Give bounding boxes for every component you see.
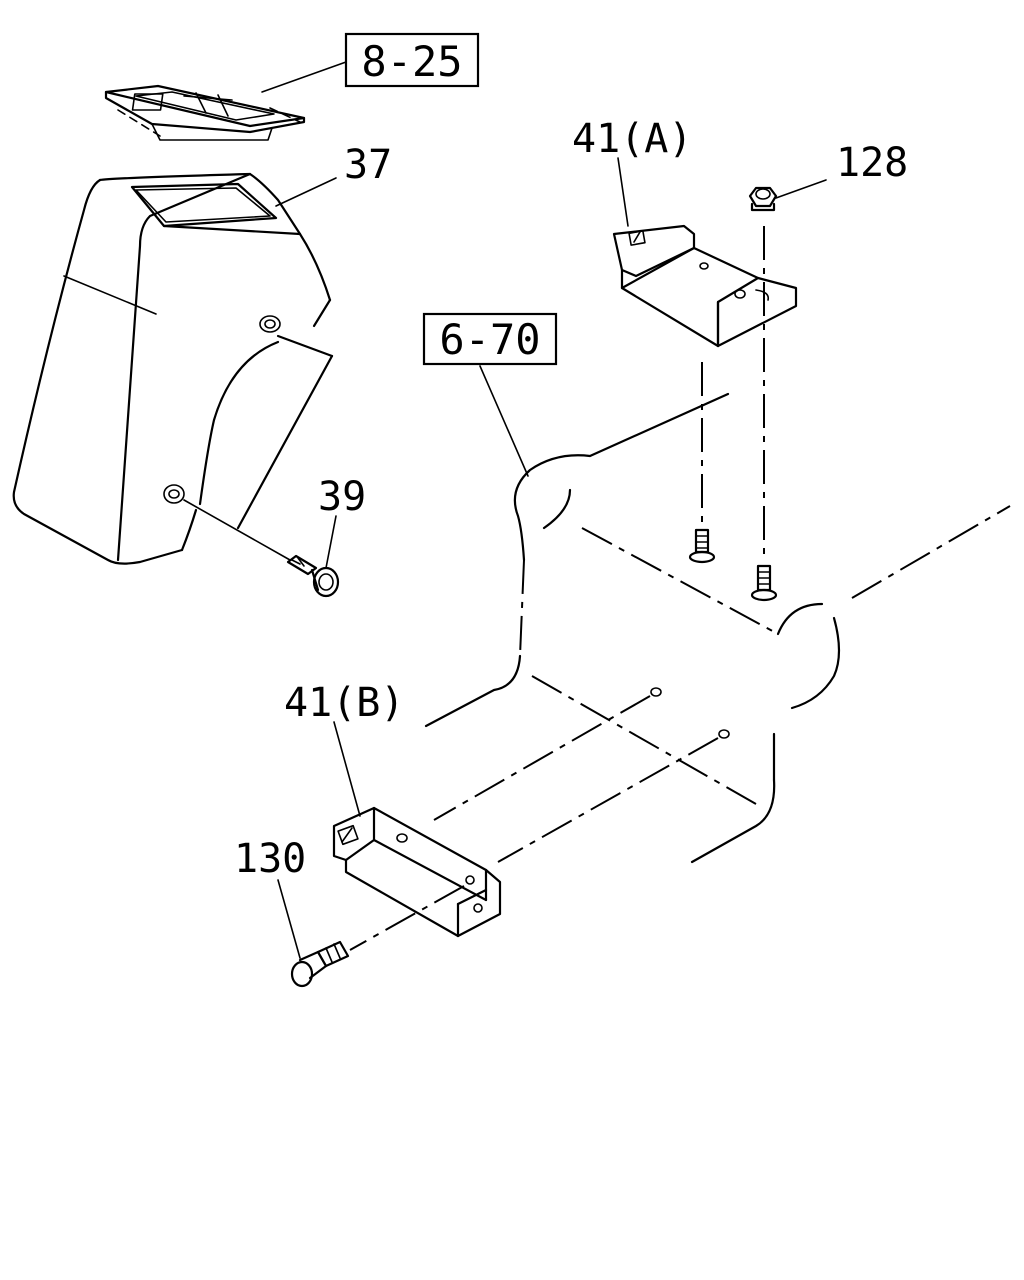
ref-box-8-25[interactable]: 8-25 [344, 32, 480, 88]
ref-6-70-label: 6-70 [439, 315, 540, 364]
axis-41b-lower [497, 737, 719, 863]
nut-128[interactable] [748, 186, 778, 212]
leader-8-25 [261, 61, 347, 93]
label-part-41b[interactable]: 41(B) [284, 680, 404, 726]
label-part-37[interactable]: 37 [344, 142, 392, 188]
leader-6-70 [479, 365, 529, 477]
axis-41b-upper [433, 695, 651, 821]
frame-outline [424, 392, 1011, 864]
axis-130 [349, 885, 465, 951]
leader-39 [325, 515, 337, 569]
label-part-41a[interactable]: 41(A) [572, 116, 692, 162]
leader-41b [333, 721, 361, 817]
bolt-130[interactable] [290, 940, 350, 988]
ref-box-6-70[interactable]: 6-70 [422, 312, 558, 366]
screw-a-right[interactable] [750, 564, 778, 602]
label-part-130[interactable]: 130 [234, 836, 306, 882]
bracket-41a[interactable] [612, 224, 798, 348]
leader-37 [275, 177, 337, 207]
leader-130 [277, 879, 301, 959]
switch-plate[interactable] [104, 84, 306, 141]
leader-41a [617, 157, 629, 227]
axis-39 [183, 499, 291, 561]
ref-8-25-label: 8-25 [361, 37, 462, 86]
screw-a-left[interactable] [688, 528, 716, 564]
screw-39[interactable] [286, 554, 340, 598]
label-part-39[interactable]: 39 [318, 474, 366, 520]
bracket-41b[interactable] [332, 806, 502, 938]
leader-128 [775, 179, 827, 199]
console-cover[interactable] [12, 172, 334, 565]
frame-hole-upper [650, 687, 662, 697]
frame-hole-lower [718, 729, 730, 739]
label-part-128[interactable]: 128 [836, 140, 908, 186]
